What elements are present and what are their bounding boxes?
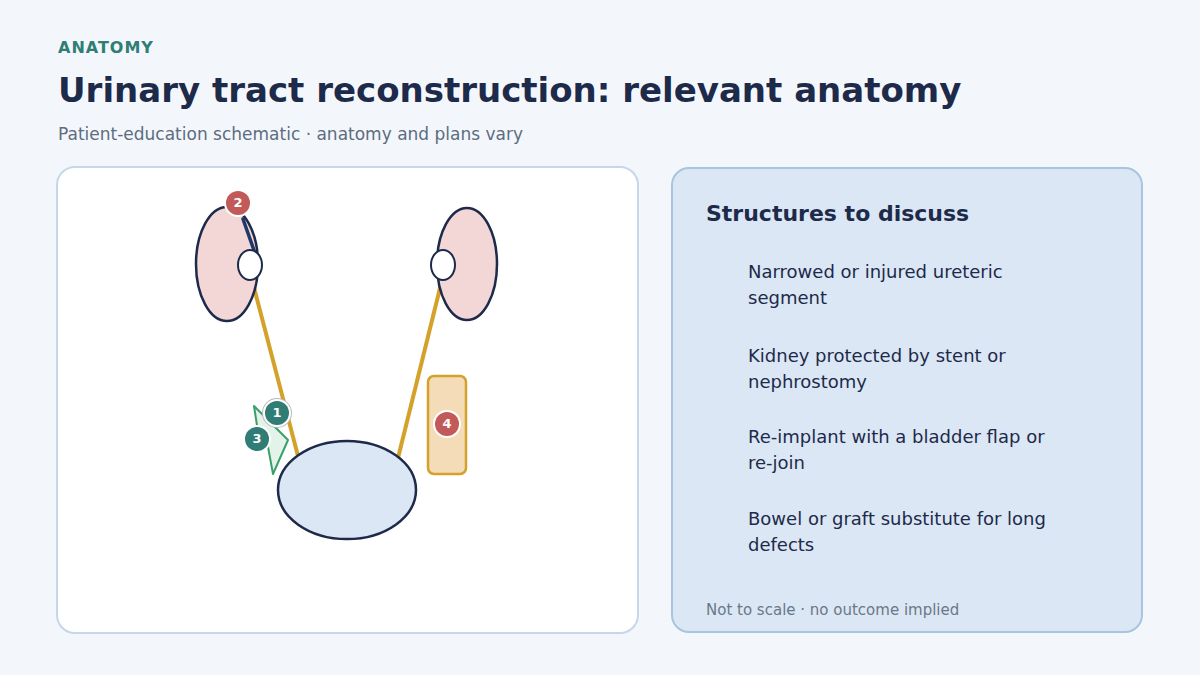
list-item-text: Re-implant with a bladder flap or re-joi… xyxy=(748,424,1073,476)
callout-number: 2 xyxy=(226,191,250,215)
graft-segment xyxy=(428,376,466,474)
list-panel: Structures to discussNarrowed or injured… xyxy=(671,167,1143,633)
left-hilum xyxy=(238,250,262,280)
callout-number: 3 xyxy=(245,427,269,451)
page-subtitle: Patient-education schematic · anatomy an… xyxy=(58,124,523,144)
list-item-text: Kidney protected by stent or nephrostomy xyxy=(748,343,1073,395)
panel-heading: Structures to discuss xyxy=(706,201,1106,227)
illustration-panel xyxy=(57,167,638,633)
list-item-text: Narrowed or injured ureteric segment xyxy=(748,259,1073,311)
list-item-text: Bowel or graft substitute for long defec… xyxy=(748,506,1073,558)
section-eyebrow: ANATOMY xyxy=(58,38,154,57)
panel-footnote: Not to scale · no outcome implied xyxy=(706,597,1106,623)
bladder xyxy=(278,441,416,539)
page-title: Urinary tract reconstruction: relevant a… xyxy=(58,70,961,110)
callout-number: 4 xyxy=(435,412,459,436)
right-hilum xyxy=(431,250,455,280)
callout-number: 1 xyxy=(265,401,289,425)
